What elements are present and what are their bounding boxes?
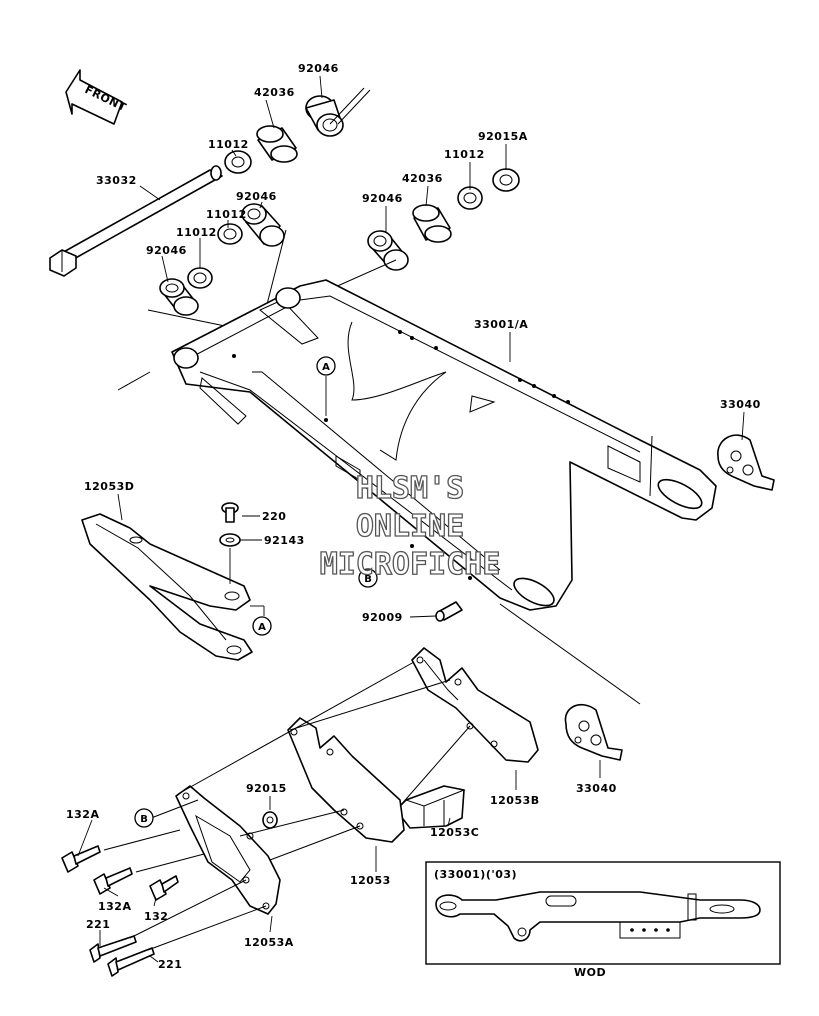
label-12053a: 12053A bbox=[244, 936, 294, 949]
washer-92143 bbox=[219, 533, 241, 547]
label-12053c: 12053C bbox=[430, 826, 479, 839]
bolt-220 bbox=[221, 502, 239, 523]
label-221-left: 221 bbox=[86, 918, 110, 931]
label-92046-right: 92046 bbox=[362, 192, 403, 205]
label-221-right: 221 bbox=[158, 958, 182, 971]
seal-11012-top bbox=[224, 150, 252, 174]
label-132a-top: 132A bbox=[66, 808, 99, 821]
seal-11012-left-upper bbox=[217, 223, 243, 245]
marker-b-bottom: B bbox=[134, 808, 154, 828]
label-92009: 92009 bbox=[362, 611, 403, 624]
label-33040-top: 33040 bbox=[720, 398, 761, 411]
front-arrow-icon: FRONT bbox=[65, 69, 128, 125]
label-132: 132 bbox=[144, 910, 168, 923]
bearing-92046-top bbox=[305, 95, 344, 137]
adjuster-plate-bottom bbox=[564, 704, 623, 761]
label-42036-top: 42036 bbox=[254, 86, 295, 99]
label-12053d: 12053D bbox=[84, 480, 134, 493]
chain-guide-12053a bbox=[175, 785, 281, 915]
seal-11012-left-lower bbox=[187, 267, 213, 289]
label-33032: 33032 bbox=[96, 174, 137, 187]
label-132a-bottom: 132A bbox=[98, 900, 131, 913]
bolt-92009 bbox=[435, 601, 463, 622]
nut-92015 bbox=[262, 811, 278, 829]
nut-92015a bbox=[492, 168, 520, 192]
bearing-92046-left-lower bbox=[159, 278, 199, 316]
marker-b-top: B bbox=[358, 568, 378, 588]
label-92143: 92143 bbox=[264, 534, 305, 547]
swing-arm bbox=[171, 279, 717, 611]
svg-text:B: B bbox=[140, 814, 148, 825]
label-92046-left-upper: 92046 bbox=[236, 190, 277, 203]
seal-11012-right bbox=[457, 186, 483, 210]
pivot-shaft bbox=[49, 165, 223, 277]
collar-42036-right bbox=[412, 204, 452, 243]
svg-text:B: B bbox=[364, 574, 372, 585]
chain-slider-12053c bbox=[395, 785, 466, 829]
label-33040-bottom: 33040 bbox=[576, 782, 617, 795]
screw-221-left bbox=[89, 935, 137, 963]
inset-box: (33001)('03) bbox=[425, 861, 781, 965]
label-11012-right: 11012 bbox=[444, 148, 485, 161]
svg-text:A: A bbox=[258, 622, 266, 633]
screw-221-right bbox=[107, 947, 155, 977]
svg-text:HLSM'S: HLSM'S bbox=[356, 471, 464, 506]
label-92015: 92015 bbox=[246, 782, 287, 795]
adjuster-plate-top bbox=[717, 434, 775, 491]
bearing-92046-left-upper bbox=[241, 203, 285, 247]
watermark: HLSM'S ONLINE MICROFICHE bbox=[319, 470, 501, 582]
bolt-132a-top bbox=[61, 845, 101, 873]
bolt-132 bbox=[149, 875, 179, 901]
marker-a-bottom: A bbox=[252, 616, 272, 636]
label-12053: 12053 bbox=[350, 874, 391, 887]
label-220: 220 bbox=[262, 510, 286, 523]
assembly-lines bbox=[117, 87, 641, 705]
chain-guide-12053 bbox=[287, 717, 405, 843]
label-11012-top: 11012 bbox=[208, 138, 249, 151]
marker-a-top: A bbox=[316, 356, 336, 376]
label-11012-left-lower: 11012 bbox=[176, 226, 217, 239]
label-92046-top: 92046 bbox=[298, 62, 339, 75]
svg-text:ONLINE: ONLINE bbox=[356, 509, 464, 544]
bearing-92046-right bbox=[367, 230, 409, 271]
label-92046-left-lower: 92046 bbox=[146, 244, 187, 257]
inset-footer: WOD bbox=[574, 966, 606, 979]
svg-text:A: A bbox=[322, 362, 330, 373]
label-42036-right: 42036 bbox=[402, 172, 443, 185]
collar-42036-top bbox=[256, 125, 298, 163]
chain-guide-12053b bbox=[411, 647, 539, 763]
label-33001a: 33001/A bbox=[474, 318, 528, 331]
label-12053b: 12053B bbox=[490, 794, 540, 807]
assembly-lines-lower bbox=[103, 661, 471, 951]
label-92015a: 92015A bbox=[478, 130, 528, 143]
svg-text:MICROFICHE: MICROFICHE bbox=[320, 547, 501, 582]
leader-lines bbox=[77, 75, 745, 963]
label-11012-left-upper: 11012 bbox=[206, 208, 247, 221]
chain-guide-12053d bbox=[81, 513, 253, 661]
inset-caption: (33001)('03) bbox=[434, 868, 517, 881]
bolt-132a-bottom bbox=[93, 867, 133, 895]
